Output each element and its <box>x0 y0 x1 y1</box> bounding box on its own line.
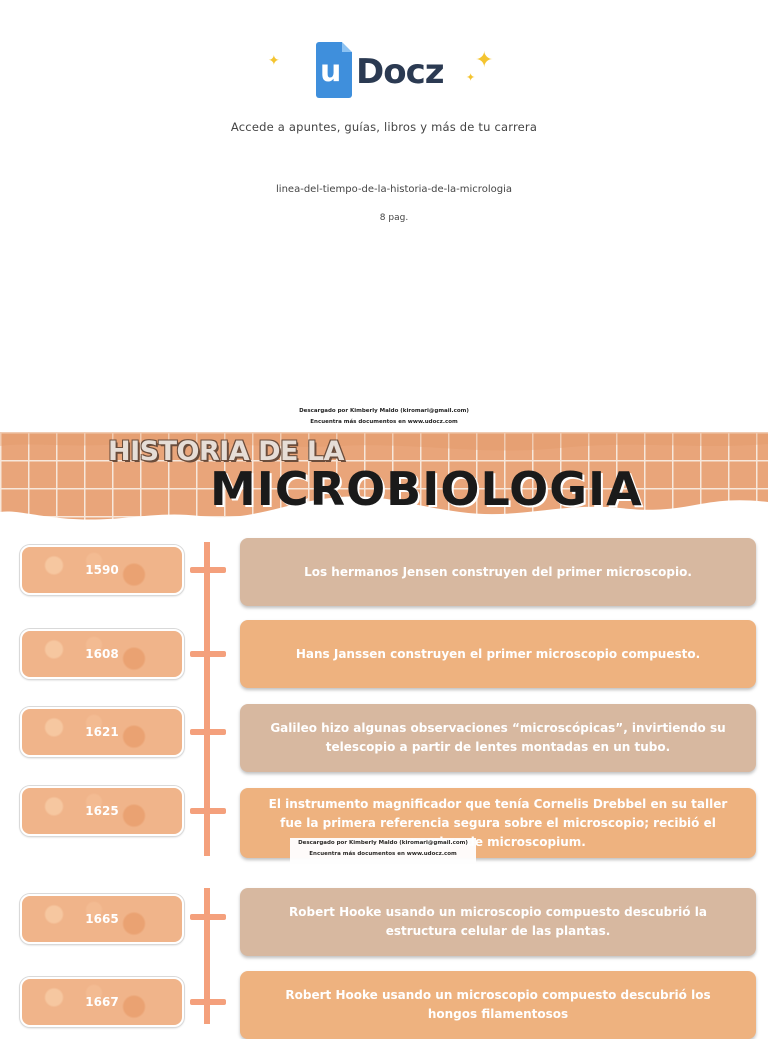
stamp-line-2: Encuentra más documentos en www.udocz.co… <box>309 851 457 857</box>
download-credit: Descargado por Kimberly Maldo (kiromari@… <box>0 406 768 428</box>
logo-word: Docz <box>356 52 445 92</box>
title-banner: HISTORIA DE LA MICROBIOLOGIA <box>0 432 768 524</box>
timeline-tick <box>190 999 226 1005</box>
tagline: Accede a apuntes, guías, libros y más de… <box>230 120 538 134</box>
banner-title-line1: HISTORIA DE LA <box>108 436 344 467</box>
year-badge: 1665 <box>20 894 184 944</box>
event-card: Robert Hooke usando un microscopio compu… <box>240 971 756 1039</box>
year-badge: 1608 <box>20 629 184 679</box>
event-card: Galileo hizo algunas observaciones “micr… <box>240 704 756 772</box>
timeline-tick <box>190 729 226 735</box>
stamp-line-1: Descargado por Kimberly Maldo (kiromari@… <box>298 840 468 846</box>
event-card: Hans Janssen construyen el primer micros… <box>240 620 756 688</box>
year-badge: 1625 <box>20 786 184 836</box>
year-badge: 1667 <box>20 977 184 1027</box>
document-icon <box>316 42 352 98</box>
document-name: linea-del-tiempo-de-la-historia-de-la-mi… <box>276 184 512 195</box>
event-card: Los hermanos Jensen construyen del prime… <box>240 538 756 606</box>
timeline-tick <box>190 567 226 573</box>
udocz-logo[interactable]: u Docz <box>316 42 456 100</box>
sparkle-icon: ✦ <box>268 53 280 69</box>
timeline-tick <box>190 808 226 814</box>
banner-title-line2: MICROBIOLOGIA <box>210 462 643 516</box>
year-badge: 1621 <box>20 707 184 757</box>
event-card: Robert Hooke usando un microscopio compu… <box>240 888 756 956</box>
timeline-axis <box>204 888 210 1024</box>
sparkle-icon: ✦ <box>466 71 476 84</box>
year-badge: 1590 <box>20 545 184 595</box>
timeline-tick <box>190 651 226 657</box>
banner-background <box>0 432 768 520</box>
logo-letter: u <box>320 54 342 89</box>
download-stamp: Descargado por Kimberly Maldo (kiromari@… <box>290 838 476 866</box>
credit-line-1: Descargado por Kimberly Maldo (kiromari@… <box>299 408 469 414</box>
sparkle-icon: ✦ <box>475 48 494 73</box>
credit-line-2: Encuentra más documentos en www.udocz.co… <box>310 419 458 425</box>
page-count: 8 pag. <box>379 213 409 223</box>
timeline-axis <box>204 542 210 856</box>
timeline-tick <box>190 914 226 920</box>
